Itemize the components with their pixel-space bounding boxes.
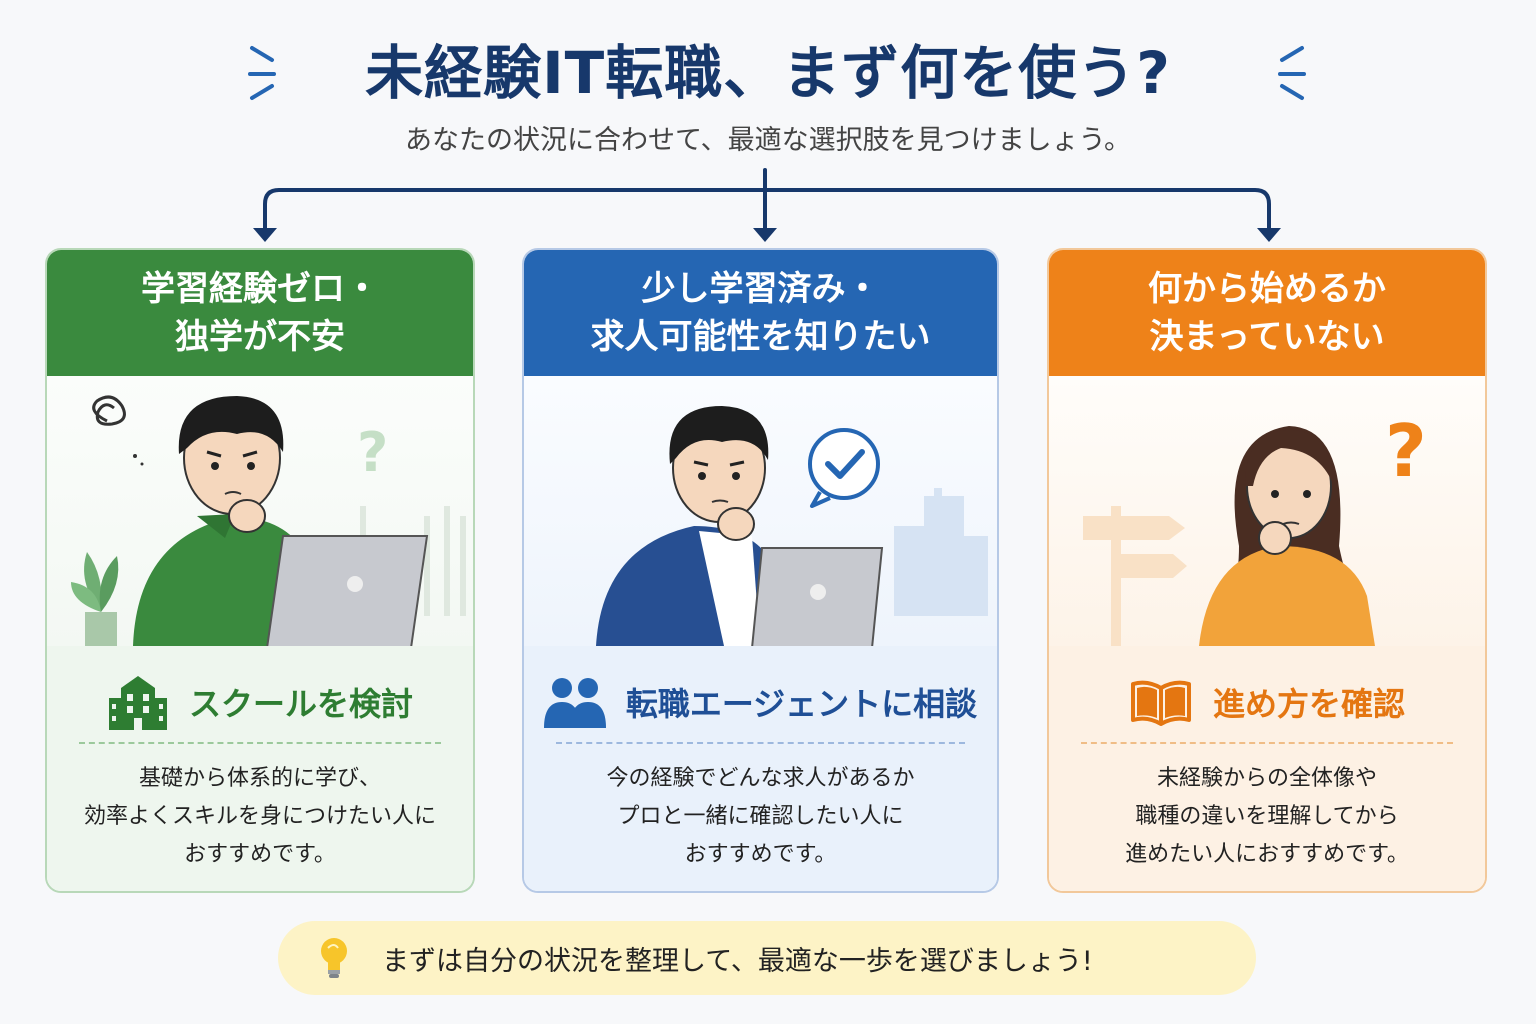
illustration-worried-man: ? [47, 376, 473, 646]
card-some-experience: 少し学習済み・ 求人可能性を知りたい [522, 248, 999, 893]
card-description: 今の経験でどんな求人があるか プロと一緒に確認したい人に おすすめです。 [534, 760, 987, 874]
card-heading-line: 独学が不安 [175, 317, 345, 357]
city-buildings-icon [894, 488, 988, 616]
dashed-divider [79, 742, 441, 744]
checkmark-bubble-icon [808, 428, 880, 508]
description-line: 職種の違いを理解してから [1135, 804, 1399, 829]
description-line: 効率よくスキルを身につけたい人に [83, 804, 436, 829]
title-area: 未経験IT転職、まず何を使う? [0, 28, 1536, 108]
signpost-icon [1083, 506, 1187, 646]
description-line: 基礎から体系的に学び、 [138, 766, 381, 791]
description-line: 今の経験でどんな求人があるか [606, 766, 915, 791]
description-line: おすすめです。 [684, 842, 837, 867]
people-icon [543, 678, 606, 728]
description-line: 進めたい人におすすめです。 [1125, 842, 1409, 867]
option-label: 進め方を確認 [1212, 685, 1405, 723]
card-undecided: 何から始めるか 決まっていない ? [1047, 248, 1487, 893]
subtitle: あなたの状況に合わせて、最適な選択肢を見つけましょう。 [404, 125, 1132, 156]
illustration-thinking-woman: ? [1049, 376, 1485, 646]
confusion-squiggle-icon [92, 395, 126, 426]
card-heading: 何から始めるか 決まっていない [1049, 250, 1485, 376]
school-building-icon [108, 676, 167, 730]
plant-icon [71, 552, 119, 646]
card-recommendation: 転職エージェントに相談 今の経験でどんな求人があるか プロと一緒に確認したい人に… [524, 646, 997, 891]
spark-lines-left-icon [248, 46, 276, 100]
card-recommendation: スクールを検討 基礎から体系的に学び、 効率よくスキルを身につけたい人に おすす… [47, 646, 473, 891]
page-title: 未経験IT転職、まず何を使う? [365, 39, 1171, 107]
card-description: 基礎から体系的に学び、 効率よくスキルを身につけたい人に おすすめです。 [57, 760, 463, 874]
card-heading-line: 学習経験ゼロ・ [141, 268, 379, 309]
option-label: 転職エージェントに相談 [625, 685, 978, 723]
dashed-divider [556, 742, 965, 744]
question-mark-icon: ? [357, 421, 388, 484]
card-heading-line: 求人可能性を知りたい [590, 317, 931, 357]
illustration-thinking-man [524, 376, 997, 646]
description-line: 未経験からの全体像や [1156, 766, 1377, 791]
branch-arrows [253, 168, 1281, 242]
lightbulb-icon [321, 938, 347, 978]
card-heading-line: 何から始めるか [1148, 268, 1386, 309]
option-label: スクールを検討 [188, 685, 413, 723]
spark-lines-right-icon [1278, 46, 1306, 100]
card-recommendation: 進め方を確認 未経験からの全体像や 職種の違いを理解してから 進めたい人におすす… [1049, 646, 1485, 891]
description-line: プロと一緒に確認したい人に [617, 804, 904, 829]
card-heading: 学習経験ゼロ・ 独学が不安 [47, 250, 473, 376]
card-heading-line: 決まっていない [1149, 317, 1385, 357]
card-description: 未経験からの全体像や 職種の違いを理解してから 進めたい人におすすめです。 [1059, 760, 1475, 874]
tip-text: まずは自分の状況を整理して、最適な一歩を選びましょう! [382, 945, 1093, 977]
card-heading-line: 少し学習済み・ [641, 268, 880, 309]
card-heading: 少し学習済み・ 求人可能性を知りたい [524, 250, 997, 376]
description-line: おすすめです。 [184, 842, 336, 867]
question-mark-icon: ? [1385, 409, 1427, 493]
open-book-icon [1130, 680, 1191, 726]
tip-banner: まずは自分の状況を整理して、最適な一歩を選びましょう! [278, 921, 1256, 995]
dashed-divider [1081, 742, 1453, 744]
card-no-experience: 学習経験ゼロ・ 独学が不安 ? [45, 248, 475, 893]
